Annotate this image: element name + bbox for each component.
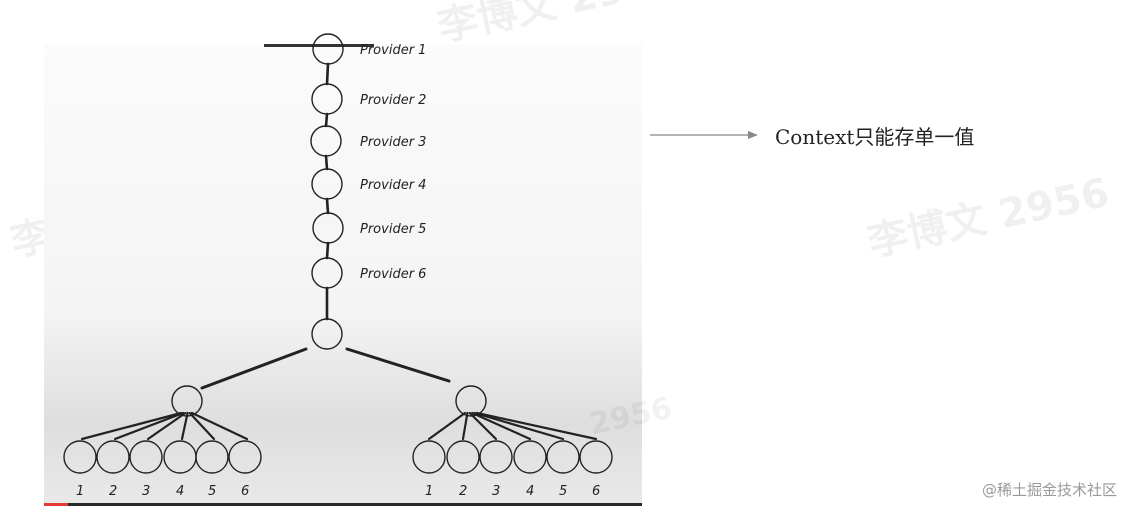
chain-edge-2 — [324, 112, 329, 128]
right-child-node-2 — [446, 440, 480, 474]
left-child-edge-3 — [146, 411, 187, 441]
right-child-edge-2 — [461, 411, 469, 441]
left-child-edge-1 — [80, 411, 183, 441]
left-branch-node — [171, 385, 203, 417]
provider-node-4 — [311, 168, 343, 200]
right-child-edge-6 — [475, 411, 598, 441]
consumer-root-node — [311, 318, 343, 350]
right-child-node-4 — [513, 440, 547, 474]
left-child-index-2: 2 — [109, 484, 117, 499]
provider-node-3 — [310, 125, 342, 157]
left-child-node-4 — [163, 440, 197, 474]
right-child-index-4: 4 — [526, 484, 534, 499]
right-child-index-3: 3 — [492, 484, 500, 499]
right-child-edge-5 — [473, 411, 565, 441]
chain-edge-3 — [324, 154, 329, 171]
right-child-edge-4 — [471, 411, 532, 441]
provider-label-4: Provider 4 — [360, 178, 426, 193]
right-child-index-1: 1 — [425, 484, 433, 499]
left-child-node-3 — [129, 440, 163, 474]
right-child-index-5: 5 — [559, 484, 567, 499]
video-progress-track[interactable] — [44, 503, 642, 506]
provider-node-1 — [312, 33, 344, 65]
left-child-edge-2 — [113, 411, 185, 441]
left-child-node-6 — [228, 440, 262, 474]
left-child-node-1 — [63, 440, 97, 474]
tree-labels: Provider 1 Provider 2 Provider 3 Provider 4… — [76, 43, 600, 499]
left-child-node-2 — [96, 440, 130, 474]
chain-edge-1 — [325, 62, 330, 86]
provider-tree-diagram: Provider 1 Provider 2 Provider 3 Provider 4… — [63, 33, 613, 499]
provider-label-1: Provider 1 — [360, 43, 426, 58]
tree-nodes — [63, 33, 613, 474]
video-top-bar — [264, 44, 374, 47]
chain-edge-5 — [325, 241, 330, 260]
tree-edges — [80, 62, 598, 441]
right-child-node-5 — [546, 440, 580, 474]
right-child-index-6: 6 — [592, 484, 600, 499]
provider-node-2 — [311, 83, 343, 115]
right-child-node-3 — [479, 440, 513, 474]
right-child-edge-1 — [427, 411, 467, 441]
left-child-edge-5 — [188, 411, 216, 441]
right-child-node-1 — [412, 440, 446, 474]
site-credit: @稀土掘金技术社区 — [981, 481, 1117, 499]
annotation-text: Context只能存单一值 — [775, 125, 975, 149]
provider-label-5: Provider 5 — [360, 222, 426, 237]
right-child-edge-3 — [468, 411, 498, 441]
provider-label-2: Provider 2 — [360, 93, 426, 108]
left-child-index-1: 1 — [76, 484, 84, 499]
provider-node-6 — [311, 257, 343, 289]
provider-node-5 — [312, 212, 344, 244]
right-branch-node — [455, 385, 487, 417]
right-child-index-2: 2 — [459, 484, 467, 499]
chain-edge-4 — [325, 197, 330, 215]
annotation-arrow — [650, 131, 758, 139]
right-child-node-6 — [579, 440, 613, 474]
watermark-right: 李博文 2956 — [863, 169, 1114, 266]
provider-label-6: Provider 6 — [360, 267, 426, 282]
left-child-index-4: 4 — [176, 484, 184, 499]
left-child-node-5 — [195, 440, 229, 474]
edge-root-left — [200, 347, 308, 390]
edge-root-right — [345, 347, 451, 383]
left-child-edge-4 — [180, 411, 189, 441]
left-child-edge-6 — [190, 411, 249, 441]
left-child-index-6: 6 — [241, 484, 249, 499]
left-child-index-5: 5 — [208, 484, 216, 499]
left-child-index-3: 3 — [142, 484, 150, 499]
provider-label-3: Provider 3 — [360, 135, 426, 150]
video-progress-fill — [44, 503, 68, 506]
